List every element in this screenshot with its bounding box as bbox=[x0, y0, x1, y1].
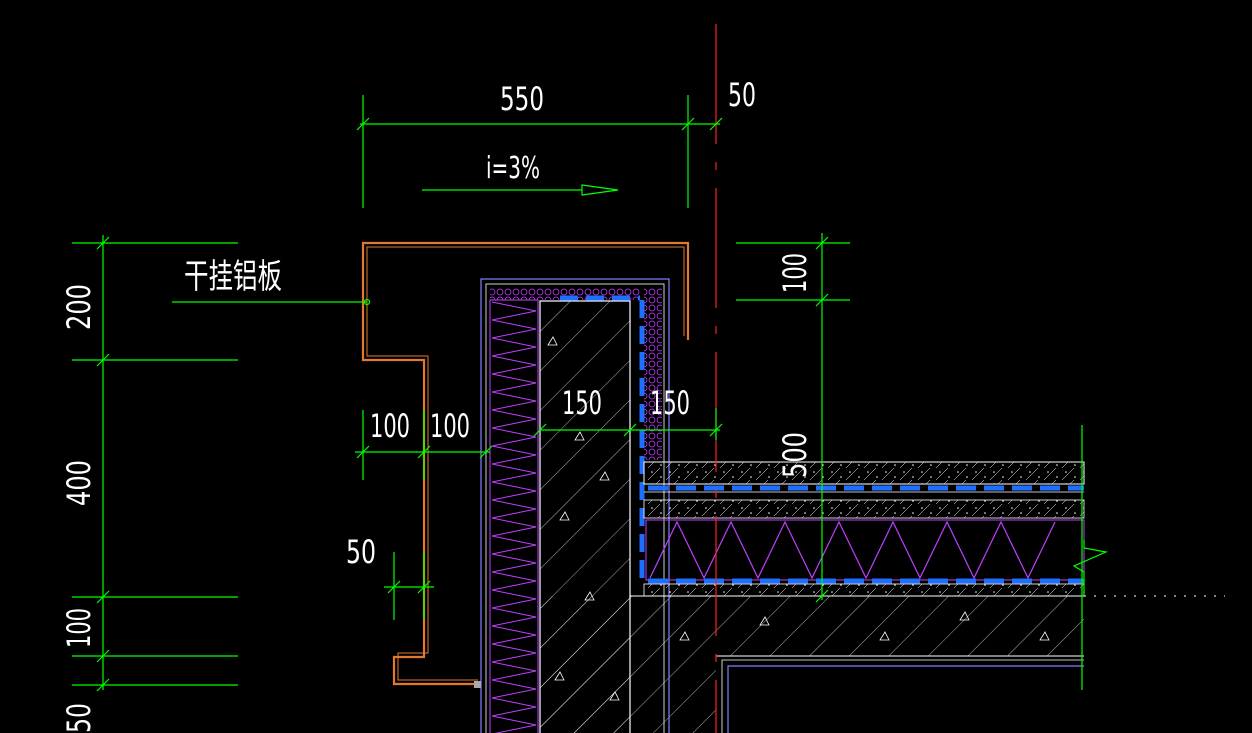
roof-insulation bbox=[645, 519, 1085, 581]
dimension-lines bbox=[72, 95, 1083, 692]
dimension-texts: 550 50 i=3% 100 100 150 150 50 100 500 2… bbox=[60, 76, 814, 733]
dim-200-left: 200 bbox=[60, 284, 98, 330]
aggregate-marks bbox=[547, 336, 1050, 701]
dim-50-top: 50 bbox=[728, 76, 756, 114]
dim-400-left: 400 bbox=[60, 460, 98, 506]
roof-protection bbox=[643, 499, 1085, 519]
dim-50-mid: 50 bbox=[346, 533, 376, 571]
wall-below-concrete bbox=[540, 656, 716, 733]
slope-label: i=3% bbox=[486, 151, 540, 186]
aluminum-panel-profile bbox=[361, 241, 690, 686]
insulation-zigzag-horizontal bbox=[649, 520, 1056, 580]
insulation-zigzag-vertical bbox=[491, 301, 537, 733]
panel-anchor bbox=[474, 681, 481, 688]
dim-150-b: 150 bbox=[650, 384, 690, 422]
dim-50-left: 50 bbox=[60, 703, 98, 733]
dim-100-right: 100 bbox=[776, 253, 814, 293]
aluminum-panel-note: 干挂铝板 bbox=[184, 257, 282, 297]
interior-boundary-2 bbox=[721, 659, 1084, 733]
break-line-symbol bbox=[1072, 540, 1109, 596]
roof-layers bbox=[643, 461, 1225, 597]
right-foam-layer bbox=[644, 288, 662, 460]
interior-boundary bbox=[727, 665, 1084, 733]
roof-leveling bbox=[643, 583, 1085, 597]
concrete-structure bbox=[539, 300, 1084, 733]
roof-slab-concrete bbox=[540, 596, 1084, 656]
dim-500-right: 500 bbox=[776, 432, 814, 478]
insulation-board bbox=[489, 299, 539, 733]
aluminum-panel bbox=[361, 241, 690, 688]
dim-150-a: 150 bbox=[562, 384, 602, 422]
dim-100-mid-b: 100 bbox=[430, 407, 470, 445]
roof-screed bbox=[643, 461, 1085, 485]
dim-100-mid-a: 100 bbox=[370, 407, 410, 445]
dim-100-left: 100 bbox=[60, 608, 98, 648]
dim-550: 550 bbox=[500, 80, 544, 118]
